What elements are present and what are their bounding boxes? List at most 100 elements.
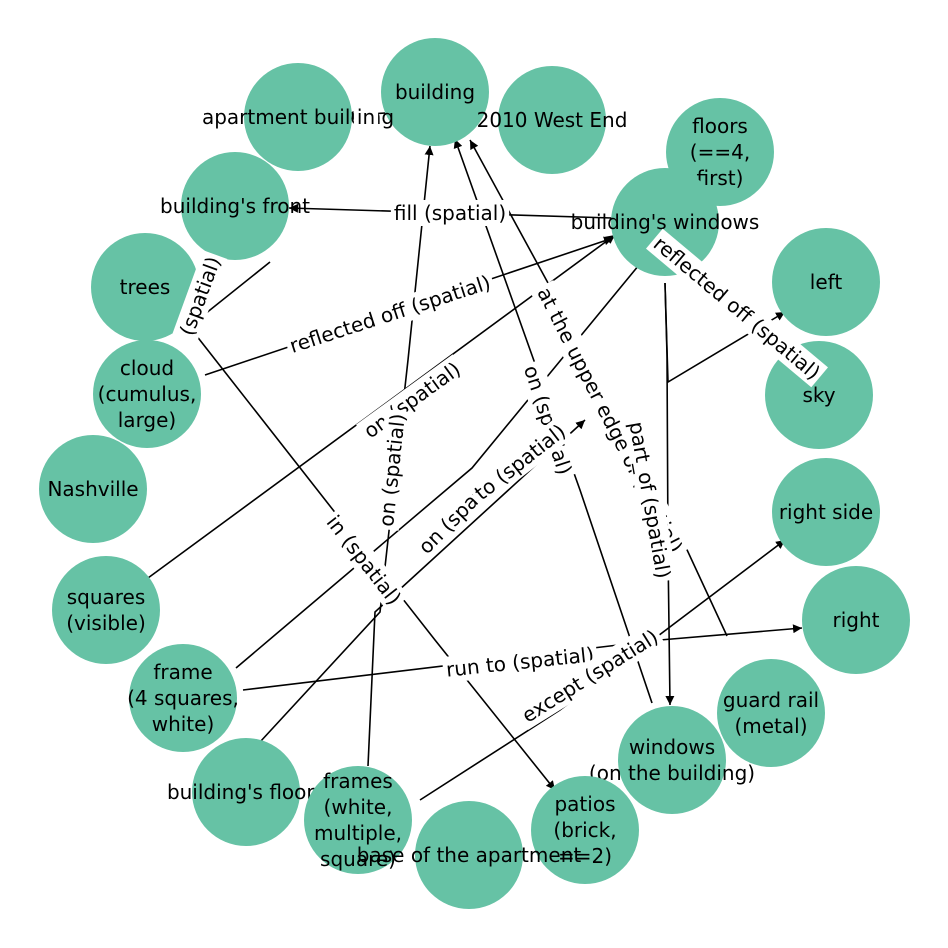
node-label: floors(==4,first) xyxy=(690,114,750,190)
node-circle xyxy=(129,644,237,752)
node-circle xyxy=(181,152,289,260)
node-label-line: frame xyxy=(153,660,212,684)
node-label-line: patios xyxy=(554,792,615,816)
edge-label-background xyxy=(466,416,574,508)
node-frame: frame(4 squares,white) xyxy=(127,644,239,752)
node-label-line: (brick, xyxy=(553,818,616,842)
node-patios: patios(brick,==2) xyxy=(531,776,639,884)
node-label-line: building's floors xyxy=(167,780,325,804)
edge-frames-to-left xyxy=(367,419,586,767)
node-right: right xyxy=(802,566,910,674)
node-building-floors: building's floors xyxy=(167,738,325,846)
edge-label-background xyxy=(514,622,666,730)
node-label-line: cloud xyxy=(120,356,174,380)
node-label-line: building xyxy=(395,80,475,104)
node-label: cloud(cumulus,large) xyxy=(98,356,197,432)
node-squares: squares(visible) xyxy=(52,556,160,664)
edge-label-background xyxy=(283,268,497,360)
edge-label-background xyxy=(372,409,412,531)
node-circle xyxy=(531,776,639,884)
edge-label-background xyxy=(172,250,228,342)
node-circle xyxy=(93,340,201,448)
node-circle xyxy=(802,566,910,674)
node-label: right xyxy=(833,608,880,632)
node-circle xyxy=(39,435,147,543)
node-base: base of the apartment xyxy=(357,801,582,909)
node-circle xyxy=(91,233,199,341)
node-label-line: sky xyxy=(802,383,835,407)
edge-label-building_windows-to-windows: part_of (spatial) xyxy=(622,416,678,584)
node-label-line: right side xyxy=(779,500,873,524)
node-label: windows(on the building) xyxy=(589,735,755,785)
node-circle xyxy=(192,738,300,846)
edge-label-text: fill (spatial) xyxy=(394,201,506,225)
node-circle xyxy=(381,38,489,146)
node-label-line: white) xyxy=(152,712,215,736)
node-label: building's floors xyxy=(167,780,325,804)
node-label: frame(4 squares,white) xyxy=(127,660,239,736)
node-label-line: base of the apartment xyxy=(357,843,582,867)
node-label: patios(brick,==2) xyxy=(553,792,616,868)
node-label-line: floors xyxy=(692,114,748,138)
edge-trees-to-patios xyxy=(191,329,556,791)
node-label-line: (==4, xyxy=(690,140,750,164)
node-circle xyxy=(415,801,523,909)
node-label-line: large) xyxy=(118,408,177,432)
edge-label-building_floors-to-building: on (spatial) xyxy=(372,409,412,531)
node-trees: trees xyxy=(91,233,199,341)
node-label-line: (cumulus, xyxy=(98,382,197,406)
node-label: 2010 West End xyxy=(477,108,628,132)
node-circle xyxy=(618,706,726,814)
edge-windows-to-building xyxy=(453,138,653,704)
node-label: right side xyxy=(779,500,873,524)
edge-building_windows-to-windows xyxy=(664,282,675,706)
node-circle xyxy=(244,63,352,171)
node-circle xyxy=(772,228,880,336)
edge-label-background xyxy=(390,200,510,226)
node-building: building xyxy=(381,38,489,146)
node-circle xyxy=(717,659,825,767)
node-label-line: left xyxy=(810,270,843,294)
edge-label-background xyxy=(441,640,599,684)
node-label-line: (4 squares, xyxy=(127,686,239,710)
node-label-line: frames xyxy=(323,769,393,793)
node-windows: windows(on the building) xyxy=(589,706,755,814)
edge-label-background xyxy=(353,104,379,130)
node-right-side: right side xyxy=(772,458,880,566)
edge-label-squares-to-building_windows: on (spatial) xyxy=(356,354,468,446)
node-label-line: (metal) xyxy=(734,714,807,738)
edge-label-apartment_building-to-building: in xyxy=(353,104,379,130)
node-circle xyxy=(304,766,412,874)
node-label-line: squares xyxy=(67,585,146,609)
node-label-line: 2010 West End xyxy=(477,108,628,132)
edge-label-background xyxy=(319,507,409,613)
edge-label-background xyxy=(622,416,678,584)
node-label-line: (visible) xyxy=(66,611,146,635)
node-label: building xyxy=(395,80,475,104)
node-building-windows: building's windows xyxy=(571,168,760,276)
node-label-line: right xyxy=(833,608,880,632)
node-west-end: 2010 West End xyxy=(477,66,628,174)
node-label-line: building's windows xyxy=(571,210,760,234)
edge-label-text: reflected off (spatial) xyxy=(287,270,494,358)
node-guard-rail: guard rail(metal) xyxy=(717,659,825,767)
node-label: squares(visible) xyxy=(66,585,146,635)
node-circle xyxy=(611,168,719,276)
node-label: trees xyxy=(120,275,171,299)
node-label: sky xyxy=(802,383,835,407)
node-left: left xyxy=(772,228,880,336)
node-label: Nashville xyxy=(47,477,138,501)
node-label: left xyxy=(810,270,843,294)
node-label-line: (on the building) xyxy=(589,761,755,785)
node-label-line: (white, xyxy=(324,795,393,819)
edge-label-building_windows-to-building_front: fill (spatial) xyxy=(390,200,510,226)
node-label-line: trees xyxy=(120,275,171,299)
edge-label-background xyxy=(646,228,828,388)
node-frames: frames(white,multiple,square) xyxy=(304,766,412,874)
node-building-front: building's front xyxy=(160,152,310,260)
edge-label-text: on (spatial) xyxy=(359,357,465,443)
edge-label-text: in xyxy=(357,105,375,129)
node-circle xyxy=(498,66,606,174)
